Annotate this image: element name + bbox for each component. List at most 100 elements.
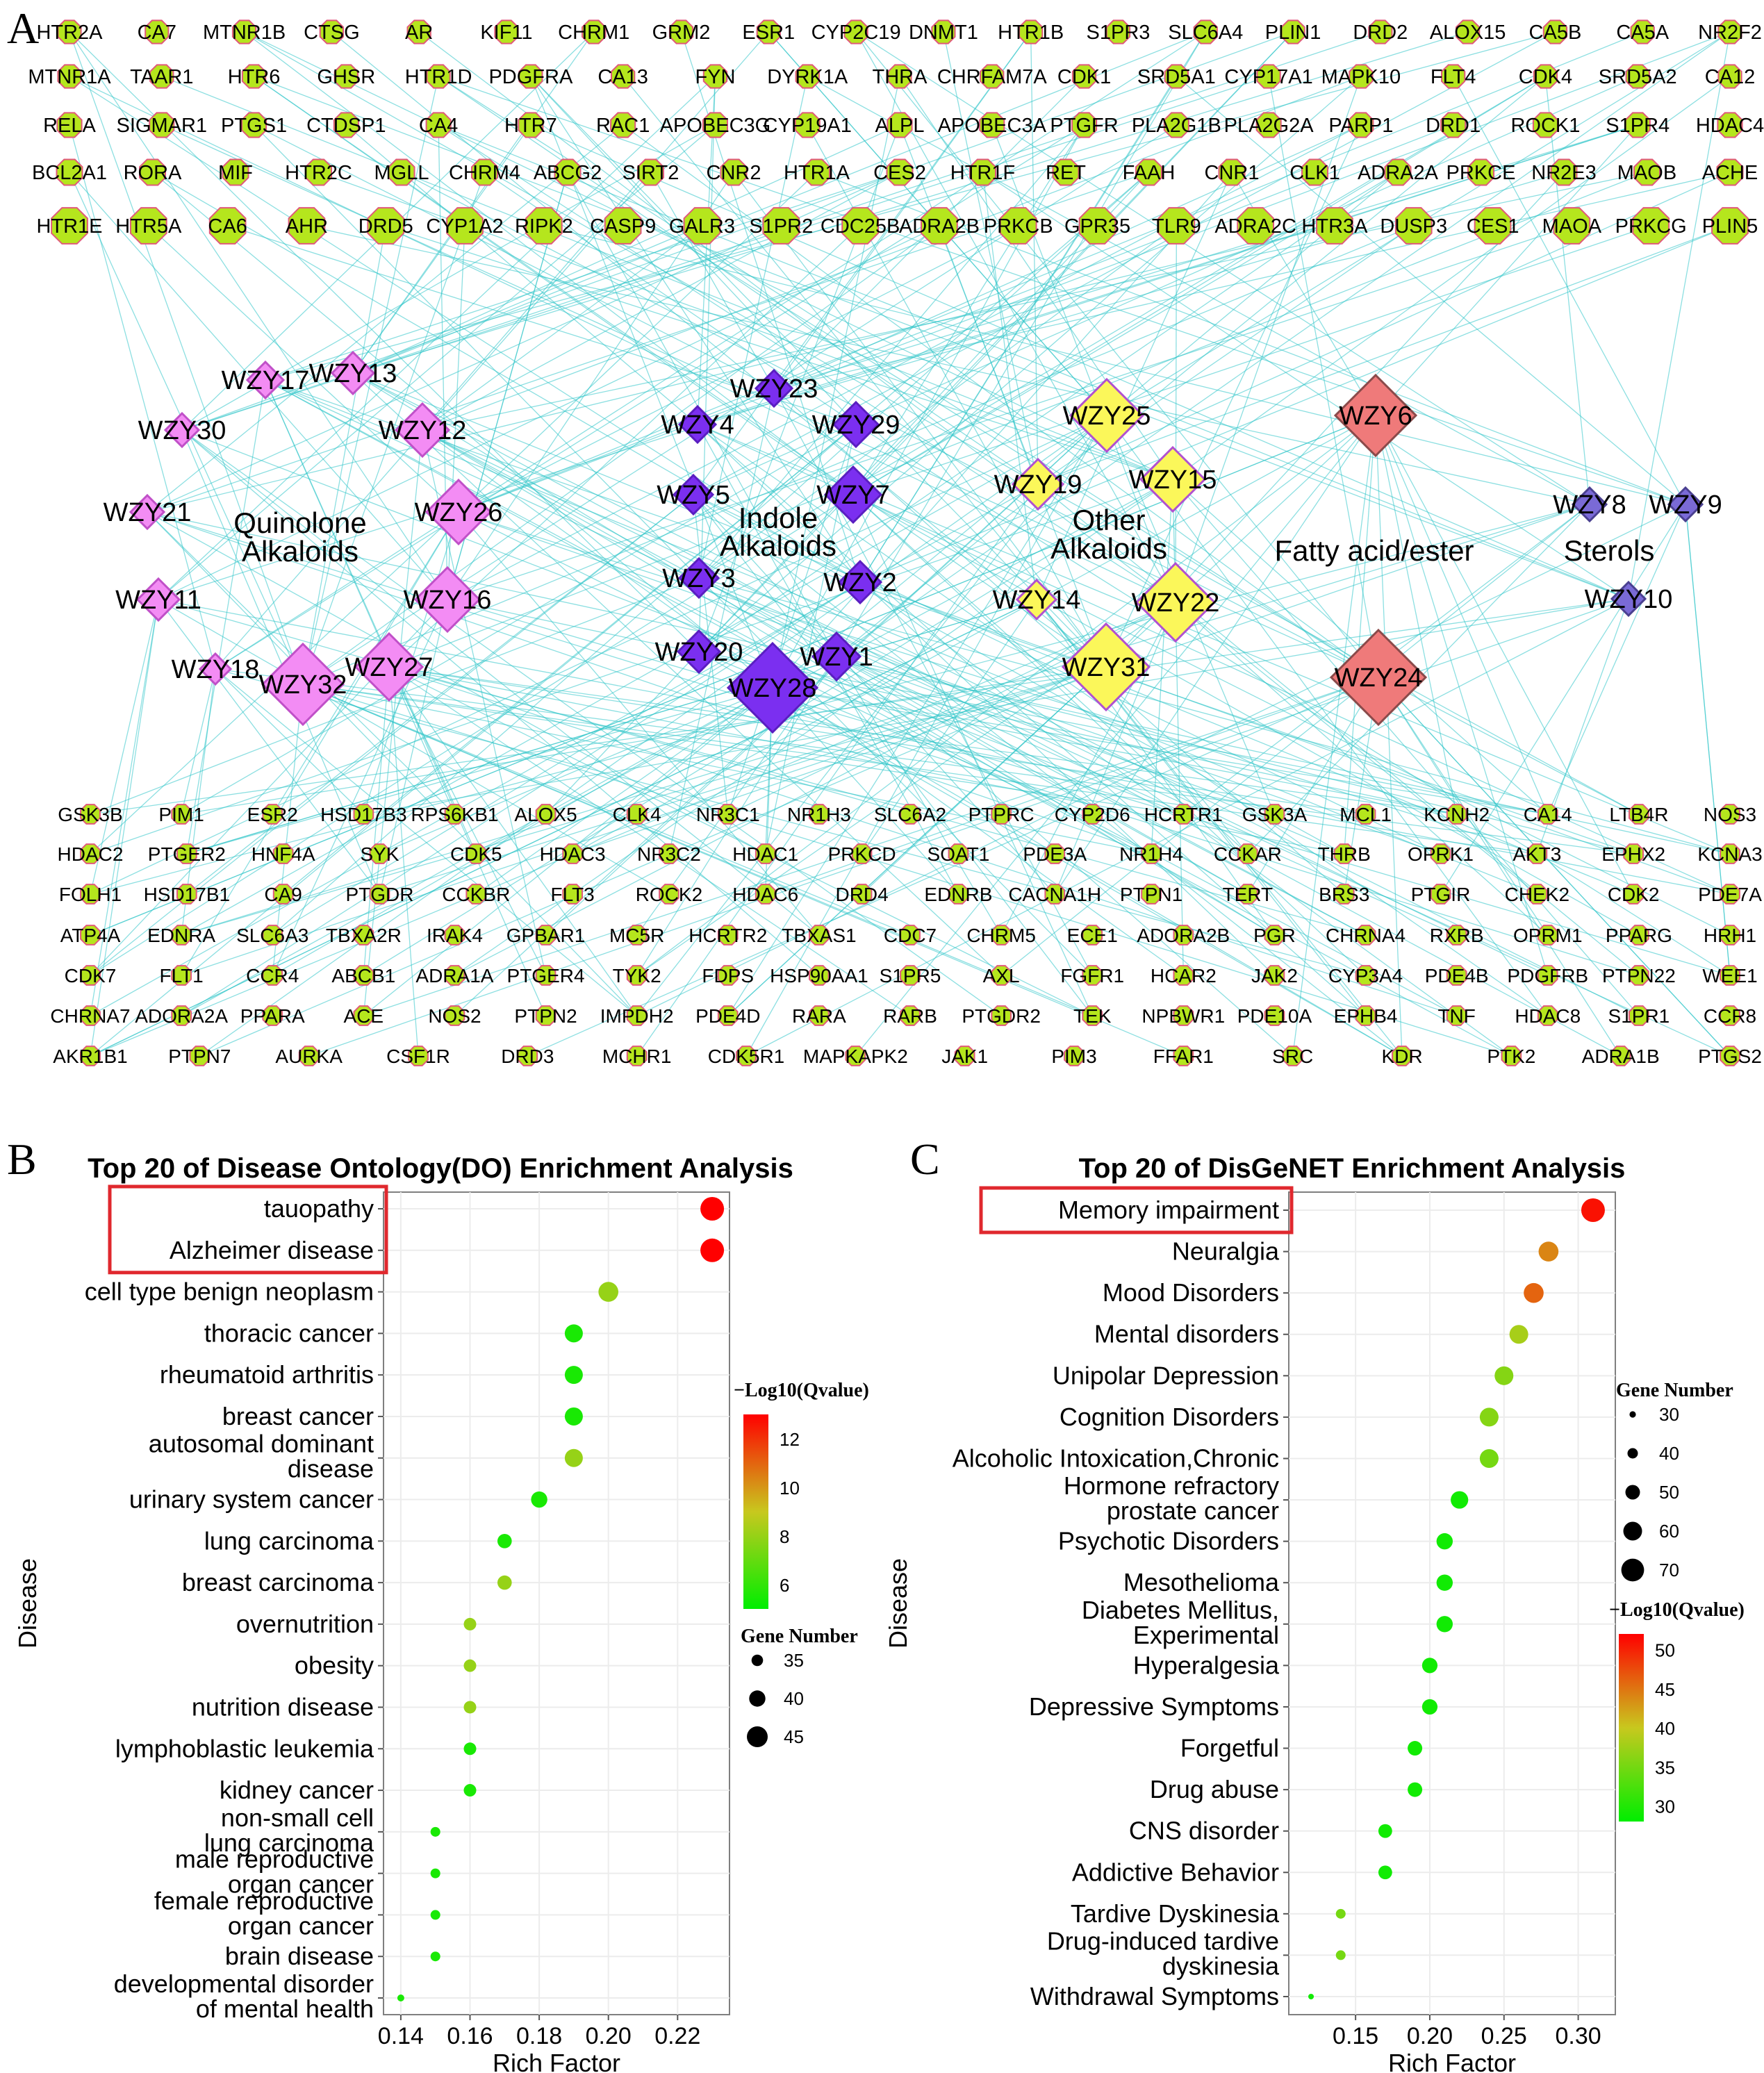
target-node-shape [845,1046,866,1066]
network-edge [852,172,1399,495]
data-point [463,1617,477,1630]
target-label: CCR8 [1704,1005,1756,1027]
network-edge [1106,415,1549,1016]
network-edge [422,172,900,431]
target-node-shape [900,925,921,945]
target-node: MAOA [1542,207,1602,245]
target-node-shape [57,64,82,89]
target-node: IRAK4 [427,925,483,946]
compound-label: WZY15 [1129,465,1217,495]
network-edge [1268,76,1379,678]
target-node-shape [1082,925,1103,945]
target-label: PLA2G2A [1224,115,1314,137]
target-node-shape [1623,843,1644,864]
network-edge [265,379,547,1016]
target-node-shape [149,64,174,89]
target-label: PTGDR [345,884,413,905]
target-node: GHSR [317,64,375,89]
network-edge [447,599,1731,976]
target-label: AXL [983,965,1020,986]
compound-node-shape [676,629,722,675]
target-node: ADRA1A [415,965,493,986]
category-label: lung carcinoma [204,1526,374,1555]
compound-label: WZY21 [104,498,192,527]
network-edge [943,31,1039,485]
category-label: breast cancer [222,1402,374,1430]
compound-node-shape [811,631,862,682]
target-label: MAOA [1542,215,1602,238]
target-label: ALOX15 [1430,22,1506,44]
compound-label: WZY13 [309,359,397,388]
target-label: PTGIR [1411,884,1471,905]
network-edge [272,581,861,936]
target-node: CCKAR [1214,843,1282,865]
network-edge [1378,677,1640,815]
data-point [497,1575,512,1590]
target-label: ROCK1 [1510,115,1580,137]
target-node: HTR2A [36,19,103,44]
target-node-shape [145,19,170,44]
network-edge [527,677,1379,1057]
network-edge [379,666,1107,895]
target-node-shape [980,64,1005,89]
target-label: AKR1B1 [53,1046,127,1067]
target-node-shape [1720,884,1740,905]
compound-node-shape [823,465,883,525]
x-tick-label: 0.22 [654,2023,700,2049]
target-label: CA6 [208,215,247,238]
compound-node-shape [198,652,233,686]
network-edge [302,225,940,685]
network-edge [1175,602,1538,895]
category-label: Mental disorders [1094,1320,1279,1348]
target-node: PTGER2 [148,843,226,865]
target-node-shape [1446,925,1467,945]
network-edge [693,494,1345,854]
target-node-shape [1553,207,1591,245]
target-node-shape [1720,804,1740,825]
data-point [463,1784,477,1797]
target-node: DRD3 [501,1046,554,1067]
group-label: Sterols [1564,534,1655,567]
target-node: FLT1 [159,965,203,986]
compound-node: WZY19 [994,457,1082,511]
network-edge [181,504,1590,936]
network-edge [388,666,1093,1016]
target-label: MIF [218,162,253,184]
target-label: RIPK2 [515,215,573,238]
group-label: Fatty acid/ester [1274,534,1474,567]
size-legend-title: Gene Number [1616,1380,1733,1401]
plot-frame [1288,1191,1616,2015]
target-node: PDE3A [1023,843,1087,865]
target-node-shape [1071,64,1097,89]
compound-node-shape [245,360,286,400]
target-node: OPRK1 [1408,843,1474,865]
target-label: CACNA1H [1008,884,1101,905]
size-legend-dot [747,1726,768,1747]
target-node: PIM1 [158,804,204,825]
network-edge [438,124,1629,600]
target-node-shape [1629,965,1649,986]
network-edges [69,31,1731,1057]
category-label: obesity [295,1651,374,1680]
target-node-shape [1711,207,1749,245]
target-node-shape [171,965,192,986]
target-node: LTB4R [1609,804,1668,825]
target-label: ESR2 [247,804,298,825]
target-node-shape [288,207,326,245]
target-node: SRD5A2 [1599,64,1677,89]
target-node-shape [535,965,557,986]
data-point [463,1659,477,1672]
network-edge [147,511,1152,854]
target-node-shape [1446,1005,1467,1026]
network-edge [1175,76,1362,603]
target-label: DUSP3 [1380,215,1447,238]
target-node: DRD4 [835,884,888,905]
target-node-shape [1629,1005,1649,1026]
network-edge [852,124,1085,495]
size-legend-label: 45 [784,1726,804,1747]
target-node: NOS3 [1704,804,1756,825]
data-point [564,1324,583,1343]
target-label: JAK2 [1251,965,1298,986]
